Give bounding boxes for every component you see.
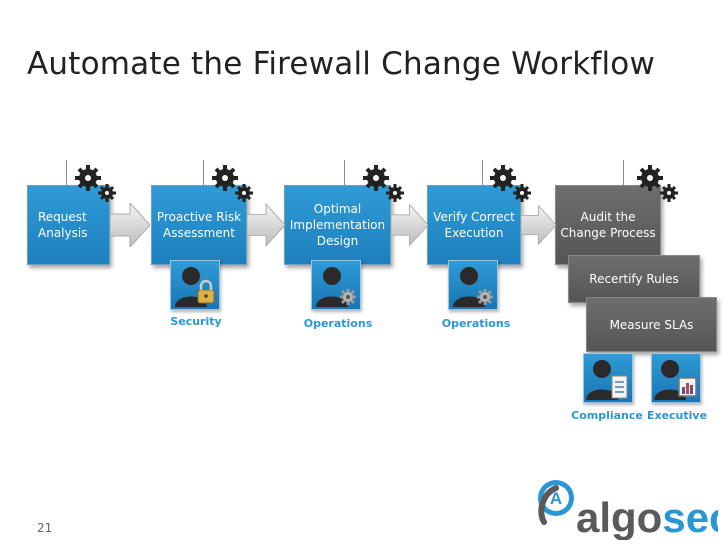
person-chart-icon — [654, 360, 697, 400]
slide-title: Automate the Firewall Change Workflow — [27, 46, 656, 82]
gears-icon — [363, 165, 404, 202]
flow-arrow-icon — [247, 203, 285, 247]
step-label: Optimal Implementation Design — [289, 202, 386, 248]
connector-line — [623, 160, 624, 185]
connector-line — [482, 160, 483, 185]
person-gear-icon — [453, 267, 493, 307]
step-label: Proactive Risk Assessment — [156, 210, 242, 240]
flow-arrow-icon — [110, 203, 150, 247]
logo-mark-letter: A — [550, 489, 562, 508]
logo-text-sec: sec — [662, 494, 718, 540]
svg-text:algosec: algosec — [576, 494, 718, 540]
substep-measure-slas: Measure SLAs — [586, 297, 717, 352]
flow-arrow-icon — [391, 203, 428, 247]
step-label: Verify Correct Execution — [433, 210, 515, 240]
connector-line — [66, 160, 67, 185]
person-checklist-icon — [586, 360, 628, 400]
substep-label: Recertify Rules — [589, 272, 679, 286]
connector-line — [344, 160, 345, 185]
flow-arrow-icon — [521, 204, 556, 246]
step-label: Request Analysis — [38, 210, 88, 240]
algosec-logo: A algosec — [536, 478, 728, 544]
algosec-logo-mark: A algosec — [538, 480, 728, 541]
gears-icon — [490, 165, 531, 202]
role-label-operations: Operations — [303, 317, 373, 330]
substep-recertify-rules: Recertify Rules — [568, 255, 700, 303]
connector-line — [203, 160, 204, 185]
role-label-operations: Operations — [441, 317, 511, 330]
gears-icon — [637, 165, 678, 202]
step-label: Audit the Change Process — [560, 210, 656, 240]
gears-icon — [75, 165, 116, 202]
step-audit-change-process: Audit the Change Process — [555, 185, 661, 265]
gears-icon — [212, 165, 253, 202]
executive-role-icon — [651, 353, 701, 403]
step-proactive-risk-assessment: Proactive Risk Assessment — [151, 185, 247, 265]
role-label-executive: Executive — [646, 409, 708, 422]
step-request-analysis: Request Analysis — [27, 185, 110, 265]
substep-label: Measure SLAs — [609, 317, 694, 332]
compliance-role-icon — [583, 353, 633, 403]
person-gear-icon — [316, 267, 356, 307]
operations-role-icon — [448, 260, 498, 310]
page-number: 21 — [37, 521, 53, 535]
logo-text-algo: algo — [576, 494, 662, 540]
step-optimal-implementation-design: Optimal Implementation Design — [284, 185, 391, 265]
person-lock-icon — [175, 267, 215, 307]
operations-role-icon — [311, 260, 361, 310]
role-label-security: Security — [170, 315, 222, 328]
role-label-compliance: Compliance — [571, 409, 643, 422]
security-role-icon — [170, 260, 220, 310]
